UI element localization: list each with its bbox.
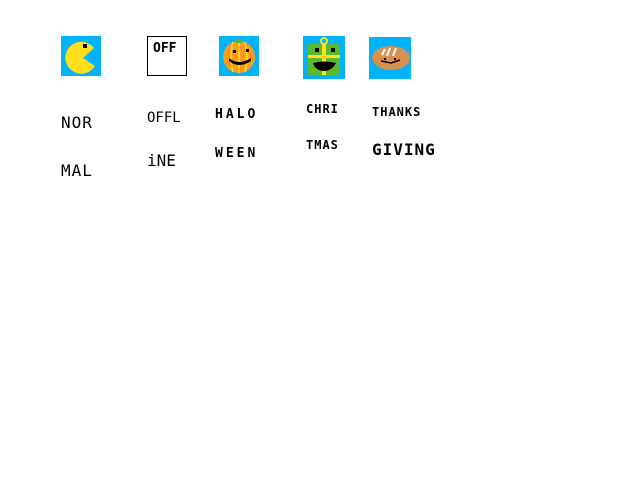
theme-label-halloween: HALO WEEN	[215, 107, 259, 161]
off-box-icon: OFF	[147, 36, 187, 76]
pacman-icon	[61, 36, 101, 76]
theme-icon-thanksgiving[interactable]: THANKS GIVING	[369, 37, 449, 158]
theme-label-offline: OFFL iNE	[147, 110, 181, 170]
theme-label-christmas: CHRI TMAS	[306, 102, 339, 152]
theme-icon-normal[interactable]: NOR MAL	[61, 36, 111, 179]
bread-icon	[369, 37, 411, 79]
theme-icon-halloween[interactable]: HALO WEEN	[215, 36, 269, 160]
theme-label-thanksgiving: THANKS GIVING	[372, 105, 436, 159]
gift-icon	[303, 36, 345, 79]
off-text: OFF	[153, 41, 177, 56]
theme-icon-offline[interactable]: OFF OFFL iNE	[147, 36, 192, 169]
pumpkin-icon	[219, 36, 259, 76]
theme-icon-christmas[interactable]: CHRI TMAS	[303, 36, 353, 151]
theme-label-normal: NOR MAL	[61, 113, 93, 180]
